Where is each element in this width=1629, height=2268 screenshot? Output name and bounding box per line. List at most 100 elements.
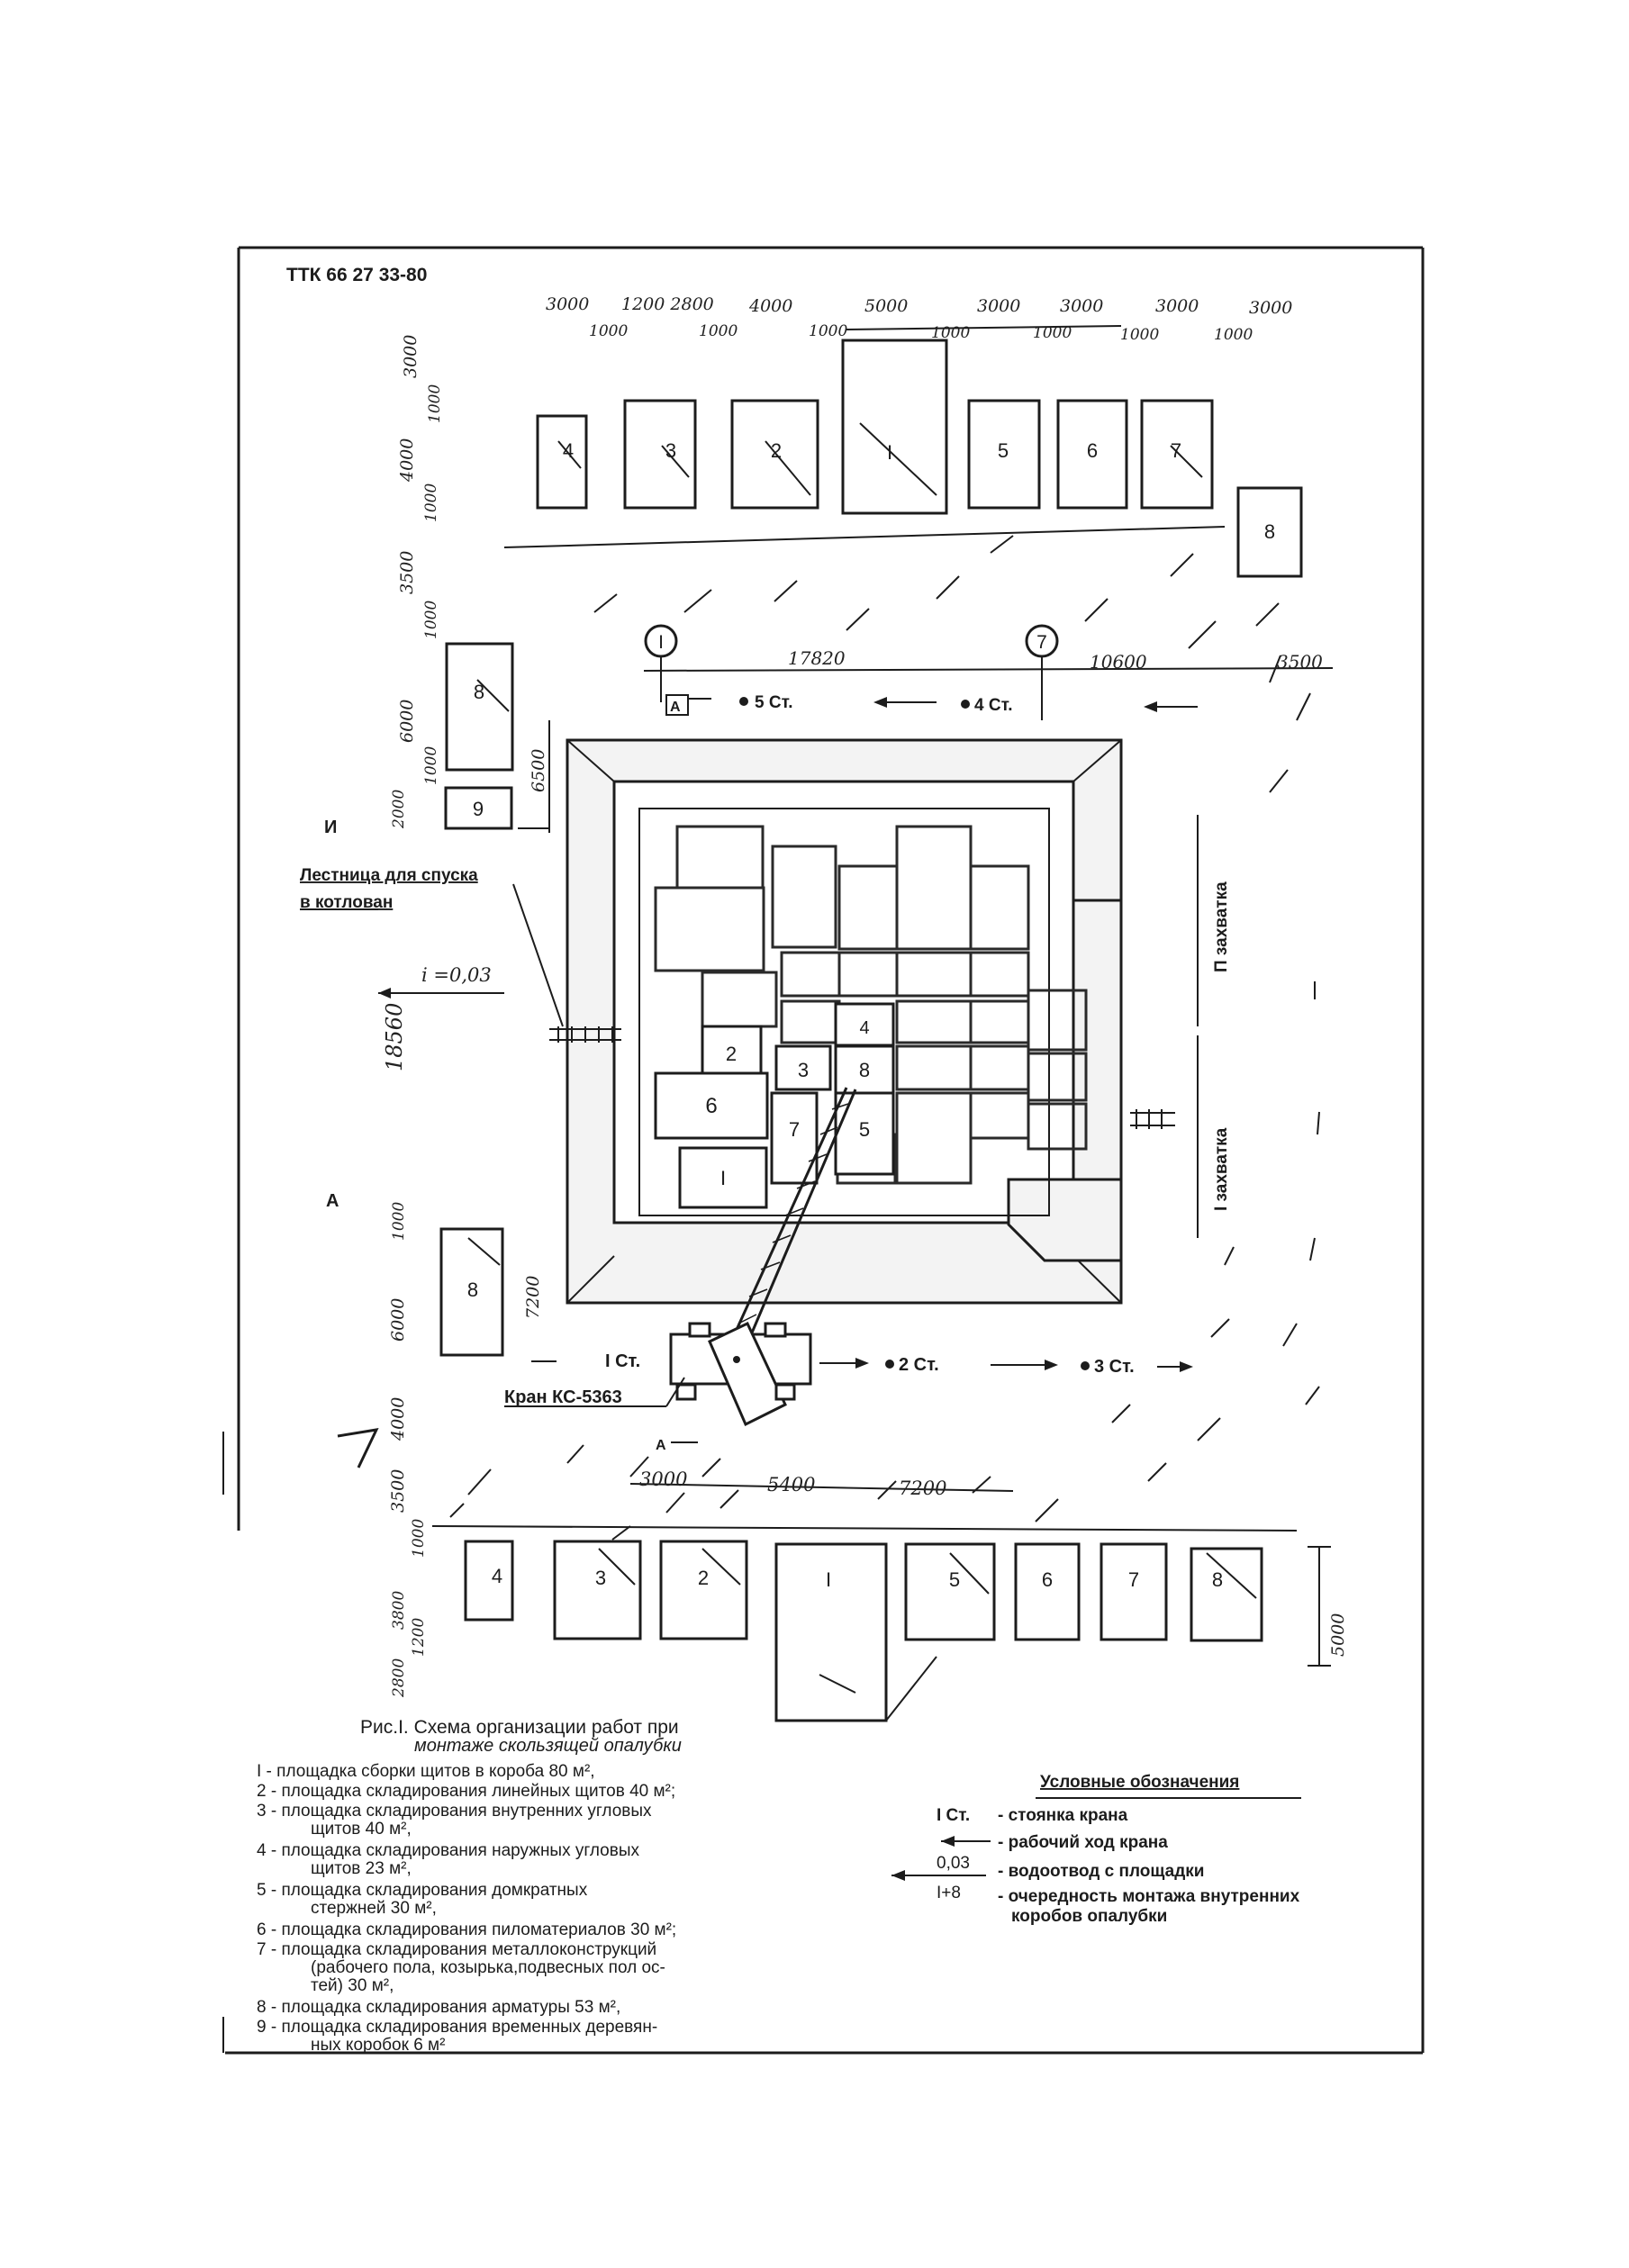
road-dashes (431, 526, 1320, 1541)
symbol-legend: Условные обозначения I Ст. - стоянка кра… (891, 1773, 1301, 1926)
arrow-head (378, 988, 391, 998)
dim-label: 3000 (546, 294, 589, 314)
storage-pad (553, 1540, 642, 1640)
dim-label: 17820 (788, 647, 846, 669)
dim-label: 1000 (699, 322, 738, 340)
dim-label: 6000 (397, 700, 417, 743)
dim-line (846, 325, 1122, 330)
dim-label: 10600 (1090, 651, 1147, 673)
dim-label: 7200 (523, 1276, 543, 1319)
storage-pad (774, 1542, 888, 1722)
legend-line: I - площадка сборки щитов в короба 80 м²… (257, 1762, 595, 1781)
dim-label: 3800 (390, 1591, 408, 1630)
formwork-box (678, 1146, 768, 1209)
station-label: 4 Ст. (974, 696, 1012, 715)
storage-pad (1190, 1547, 1263, 1642)
legend-line: щитов 40 м², (311, 1820, 412, 1839)
dim-label: 3000 (1060, 296, 1103, 316)
formwork-box (654, 1071, 769, 1140)
dim-label: 1000 (1033, 324, 1072, 342)
outrigger (675, 1383, 697, 1401)
ladder (1130, 1109, 1175, 1129)
right-dimension: 5000 (1308, 1546, 1348, 1667)
figure-caption: монтаже скользящей опалубки (414, 1736, 682, 1756)
legend-symbol: I+8 (937, 1884, 961, 1902)
pit-corner (566, 739, 615, 782)
legend-line: (рабочего пола, козырька,подвесных пол о… (311, 1958, 665, 1977)
zone-label: I захватка (1212, 1127, 1231, 1211)
formwork-box (774, 1044, 832, 1091)
zone-label: П захватка (1212, 881, 1231, 972)
dim-label: 1200 2800 (621, 294, 714, 314)
section-arrow-box (665, 694, 689, 716)
left-dimensions-bottom: 1000 6000 4000 3500 1000 3800 1200 2800 (388, 1202, 428, 1698)
foundation-pit: 2 3 4 8 6 7 5 I (549, 738, 1175, 1305)
formwork-box (834, 1091, 895, 1176)
pad-number: 7 (1171, 439, 1181, 462)
dim-label: 1000 (410, 1519, 428, 1558)
formwork-cell (771, 845, 837, 949)
crane-station-dot (739, 697, 748, 706)
hatch (1170, 445, 1203, 478)
drainage-trench (638, 808, 1050, 1216)
pad-number: 2 (698, 1567, 709, 1589)
storage-pad (730, 399, 819, 510)
dim-label: 1000 (426, 384, 444, 423)
legend-text: - очередность монтажа внутренних (998, 1887, 1300, 1906)
top-dimensions: 3000 1200 2800 4000 5000 3000 3000 3000 … (546, 294, 1292, 344)
pad-number: 6 (1042, 1568, 1053, 1591)
dim-label: 1000 (390, 1202, 408, 1241)
storage-pad (623, 399, 697, 510)
storage-pad (1056, 399, 1128, 510)
dim-label: 5000 (864, 296, 908, 316)
legend-text: - стоянка крана (998, 1806, 1128, 1825)
dim-label: 2000 (390, 790, 408, 829)
ladder (549, 1026, 621, 1043)
formwork-cell (895, 1091, 973, 1185)
arrow-head (855, 1358, 869, 1369)
left-dimensions-top: 3000 1000 4000 1000 3500 1000 6000 1000 … (390, 335, 444, 829)
dim-label: 3000 (401, 335, 421, 378)
section-mark: И (324, 818, 337, 837)
station-label: 2 Ст. (899, 1355, 939, 1375)
hatch (598, 1548, 636, 1586)
legend-text: - рабочий ход крана (998, 1833, 1168, 1852)
dim-label: 1000 (1120, 326, 1159, 344)
box-number: I (720, 1167, 726, 1189)
section-mark: А (326, 1191, 339, 1211)
dim-label: 1000 (589, 322, 628, 340)
dim-label: 1200 (410, 1618, 428, 1657)
formwork-cell (969, 951, 1030, 998)
storage-pad (445, 642, 514, 772)
pit-corner (1072, 1255, 1122, 1304)
box-number: 8 (859, 1059, 870, 1081)
crane-cab (708, 1321, 787, 1427)
storage-pad (659, 1540, 748, 1640)
dim-label: 1000 (809, 322, 847, 340)
pad-number: 8 (1264, 520, 1275, 543)
arrow-head (941, 1836, 955, 1847)
storage-pad (1014, 1542, 1081, 1641)
dim-label: 3500 (1277, 651, 1323, 673)
legend-line: 9 - площадка складирования временных дер… (257, 2018, 657, 2037)
pit-corner (1072, 739, 1122, 782)
legend-line: 3 - площадка складирования внутренних уг… (257, 1802, 652, 1821)
document-code: ТТК 66 27 33-80 (286, 265, 427, 285)
box-number: 7 (789, 1118, 800, 1141)
formwork-cell (1027, 989, 1088, 1052)
formwork-cell (1027, 1102, 1088, 1151)
dim-label: 6000 (388, 1298, 408, 1342)
storage-pad (904, 1542, 996, 1641)
pad-number: 6 (1087, 439, 1098, 462)
pad-number: 8 (474, 681, 484, 703)
dim-label: 6500 (529, 749, 548, 792)
crane-station-dot (961, 700, 970, 709)
ladder-label: Лестница для спуска (300, 866, 478, 885)
dim-label: 1000 (1214, 326, 1253, 344)
legend-line: 5 - площадка складирования домкратных (257, 1881, 588, 1900)
hatch (701, 1548, 741, 1586)
arrow-head (873, 697, 887, 708)
pad-number: I (826, 1568, 831, 1591)
hatch (467, 1237, 501, 1266)
pad-number: 9 (473, 798, 484, 820)
